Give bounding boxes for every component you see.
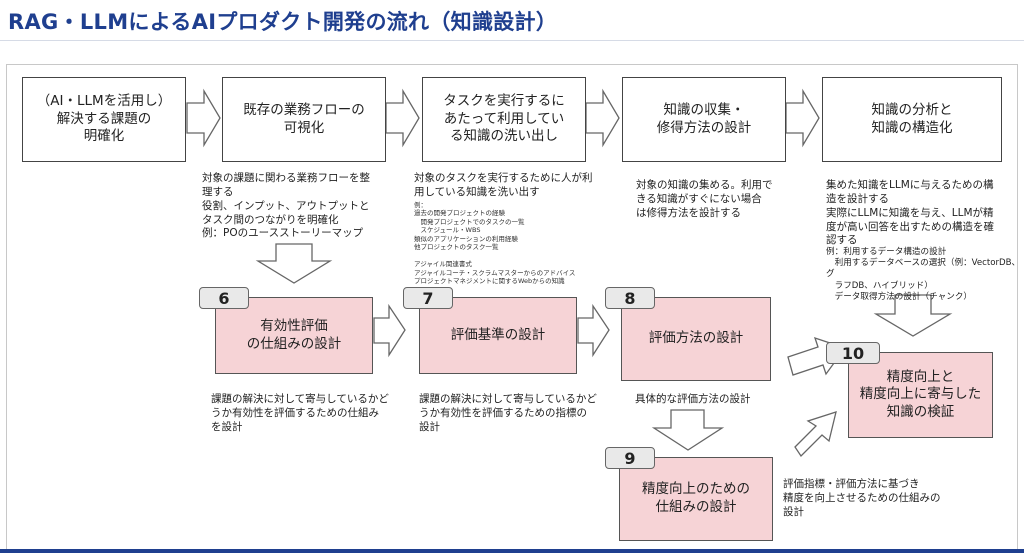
- step-accuracy-improvement-design-label: 精度向上のための 仕組みの設計: [642, 481, 750, 515]
- step-knowledge-collection-design: 知識の収集・ 修得方法の設計: [622, 77, 786, 162]
- step-knowledge-inventory-desc: 対象のタスクを実行するために人が利 用している知識を洗い出す: [414, 172, 593, 198]
- step-evaluation-method-desc: 具体的な評価方法の設計: [635, 393, 751, 405]
- step-workflow-visualization-label: 既存の業務フローの 可視化: [243, 101, 365, 136]
- step-knowledge-structuring-examples: 例：利用するデータ構造の設計 利用するデータベースの選択（例：VectorDB、…: [826, 247, 1021, 302]
- step-evaluation-criteria-desc: 課題の解決に対して寄与しているかど うか有効性を評価するための指標の 設計: [419, 393, 597, 433]
- arrow-down-to-9: [651, 409, 725, 451]
- step-knowledge-inventory-examples: 例： 過去の開発プロジェクトの経験 開発プロジェクトでのタスクの一覧 スケジュー…: [414, 201, 576, 285]
- step-knowledge-inventory-label: タスクを実行するに あたって利用してい る知識の洗い出し: [443, 93, 565, 145]
- arrow-right-2: [385, 88, 420, 148]
- page-title: RAG・LLMによるAIプロダクト開発の流れ（知識設計）: [8, 10, 558, 34]
- arrow-right-3: [585, 88, 620, 148]
- step-problem-definition-label: （AI・LLMを活用し） 解決する課題の 明確化: [36, 93, 172, 145]
- arrow-right-1: [186, 88, 221, 148]
- arrow-diag-9-10: [794, 411, 837, 458]
- step-accuracy-improvement-design: 精度向上のための 仕組みの設計: [619, 457, 773, 541]
- step-problem-definition: （AI・LLMを活用し） 解決する課題の 明確化: [22, 77, 186, 162]
- arrow-right-7-8: [577, 303, 610, 358]
- arrow-down-to-6: [255, 243, 333, 284]
- step-evaluation-method-label: 評価方法の設計: [648, 330, 744, 347]
- step-knowledge-structuring: 知識の分析と 知識の構造化: [822, 77, 1002, 162]
- footer-bar: [0, 549, 1024, 553]
- step-effectiveness-evaluation: 有効性評価 の仕組みの設計: [215, 297, 373, 374]
- arrow-right-4: [785, 88, 820, 148]
- title-divider: [0, 40, 1024, 41]
- step-number-badge: 8: [605, 287, 655, 309]
- step-accuracy-improvement-design-desc: 評価指標・評価方法に基づき 精度を向上させるための仕組みの 設計: [783, 478, 941, 518]
- step-number-badge: 7: [403, 287, 453, 309]
- step-knowledge-structuring-desc: 集めた知識をLLMに与えるための構 造を設計する 実際にLLMに知識を与え、LL…: [826, 179, 994, 247]
- step-accuracy-verification: 精度向上と 精度向上に寄与した 知識の検証: [848, 352, 993, 438]
- step-workflow-visualization: 既存の業務フローの 可視化: [222, 77, 386, 162]
- step-number-badge: 6: [199, 287, 249, 309]
- step-effectiveness-evaluation-desc: 課題の解決に対して寄与しているかど うか有効性を評価するための仕組み を設計: [211, 393, 389, 433]
- arrow-right-6-7: [373, 303, 406, 358]
- step-number-badge: 9: [605, 447, 655, 469]
- step-evaluation-criteria-label: 評価基準の設計: [450, 326, 546, 343]
- step-knowledge-collection-design-desc: 対象の知識の集める。利用で きる知識がすぐにない場合 は修得方法を設計する: [636, 179, 773, 219]
- step-effectiveness-evaluation-label: 有効性評価 の仕組みの設計: [246, 317, 342, 352]
- step-evaluation-criteria: 評価基準の設計: [419, 297, 577, 374]
- step-knowledge-inventory: タスクを実行するに あたって利用してい る知識の洗い出し: [422, 77, 586, 162]
- step-knowledge-structuring-label: 知識の分析と 知識の構造化: [871, 101, 953, 136]
- step-evaluation-method: 評価方法の設計: [621, 297, 771, 381]
- step-accuracy-verification-label: 精度向上と 精度向上に寄与した 知識の検証: [859, 368, 982, 420]
- step-workflow-visualization-desc: 対象の課題に関わる業務フローを整 理する 役割、インプット、アウトプットと タス…: [202, 172, 370, 240]
- arrow-down-to-10: [873, 294, 953, 337]
- step-knowledge-collection-design-label: 知識の収集・ 修得方法の設計: [656, 101, 752, 136]
- step-number-badge: 10: [826, 342, 880, 364]
